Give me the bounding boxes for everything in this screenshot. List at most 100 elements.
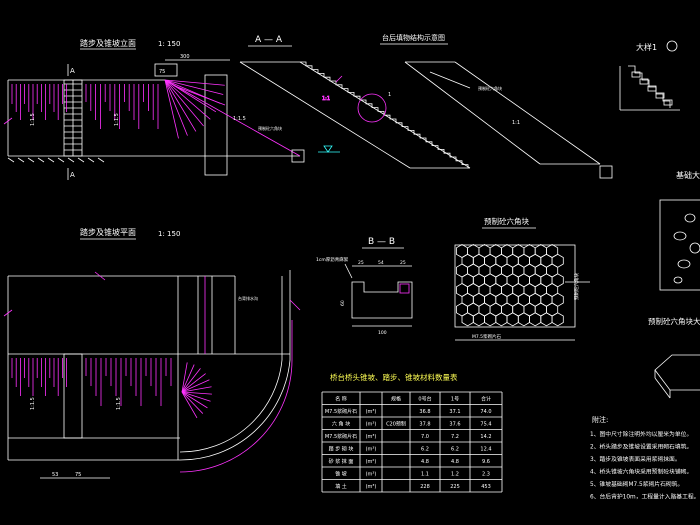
slope-line (164, 79, 301, 157)
hex-cell (461, 312, 474, 327)
plan-ratio-1: 1:1.5 (30, 397, 36, 410)
foundation-title: 基础大样 (676, 170, 700, 180)
hex-title: 预制砼六角块 (484, 216, 529, 226)
foundation-stone-2 (673, 231, 687, 241)
table-cell: (m³) (366, 447, 377, 453)
ground-hatch (87, 157, 95, 163)
table-cell: 36.8 (419, 409, 430, 415)
note-line: 1、图中尺寸除注明外均以厘米为单位。 (590, 430, 692, 438)
detail1-block (663, 99, 673, 106)
hex-cell (529, 312, 542, 327)
table-cell: (m³) (366, 484, 377, 490)
hex-large-edge-2 (654, 377, 671, 399)
ground-hatch (67, 157, 75, 163)
table-cell: 37.1 (449, 409, 460, 415)
fan-line (164, 79, 204, 127)
ground-hatch (47, 157, 55, 163)
notes-lines: 1、图中尺寸除注明外均以厘米为单位。 2、桥头踏步及锥坡设置采用砌石填筑。 3、踏步… (590, 430, 699, 501)
section-aa: A — A 1 1:1 (239, 35, 471, 169)
water-level-icon (323, 145, 333, 153)
table-cell: 填 土 (335, 483, 347, 490)
table-cell: 228 (420, 484, 430, 490)
plan-title: 踏步及锥坡平面 (80, 227, 136, 237)
elevation-view: 踏步及锥坡立面 1: 150 A A 1:1.5 1:1.5 75 300 1:… (3, 38, 340, 180)
note-line: 2、桥头踏步及锥坡设置采用砌石填筑。 (590, 443, 692, 451)
bb-bitumen-label: 1cm厚沥青麻絮 (316, 256, 349, 263)
plan-fan-lines (181, 362, 212, 419)
ground-hatch (77, 157, 85, 163)
fan-line (164, 79, 197, 132)
foundation-block (659, 199, 700, 291)
elevation-fan-lines (164, 79, 225, 139)
table-cell: (m³) (366, 422, 377, 428)
break-mark (3, 117, 13, 125)
plan-fan-line (181, 368, 201, 393)
hex-side-label: 预制砼六角块 (573, 273, 580, 300)
hex-cell (506, 312, 519, 327)
plan-fan-line (181, 391, 208, 409)
section-bb: B — B 1cm厚沥青麻絮 25 54 25 60 100 (316, 237, 413, 336)
detail1-mark (666, 40, 678, 52)
table-cell: 0号台 (418, 396, 431, 403)
table-cell: (m³) (366, 472, 377, 478)
plan-fan-line (181, 379, 210, 393)
detail-1: 大样1 (619, 40, 680, 111)
hex-panel: 预制砼六角块 预制砼六角块 M7.5浆砌片石 (454, 216, 590, 341)
plan-cone-inner (179, 276, 283, 453)
table-cell: 75.4 (480, 422, 491, 428)
hex-mortar-label: M7.5浆砌片石 (472, 333, 502, 340)
table-cell: 74.0 (480, 409, 491, 415)
plan-scale: 1: 150 (158, 230, 180, 238)
table-cell: 砂 浆 抹 面 (329, 458, 354, 465)
detail1-block (631, 71, 641, 78)
table-cell: 规格 (391, 396, 401, 403)
fan-line (164, 79, 188, 136)
table-cell: 六 角 块 (332, 421, 350, 428)
abutment-pier (204, 74, 228, 176)
table-cell: 2.3 (482, 472, 490, 478)
table-cell: 4.8 (421, 459, 429, 465)
slope-ratio-aa: 1:1 (322, 96, 330, 102)
fan-line (164, 79, 225, 86)
plan-fan-line (181, 386, 212, 393)
abutment-cap (154, 63, 178, 77)
slope-toe (291, 149, 305, 163)
hex-cell (517, 312, 530, 327)
note-line: 4、桥头锥坡六角块采用预制砼块铺砌。 (590, 468, 692, 476)
dim-300: 300 (180, 54, 190, 60)
hex-cell (484, 312, 497, 327)
fan-line (164, 79, 211, 120)
plan-fan-line (181, 391, 211, 402)
plan-fan-line (181, 391, 204, 414)
table-cell: 453 (481, 484, 491, 490)
elevation-scale: 1: 150 (158, 40, 180, 48)
ground-hatch (97, 157, 105, 163)
table-cell: C20预制 (386, 421, 406, 428)
plan-hatch (11, 358, 172, 406)
detail1-step-line (628, 65, 671, 108)
elevation-steps (7, 157, 105, 163)
detail1-block (647, 85, 657, 92)
backfill-slope (454, 61, 601, 165)
table-cell: 1号 (451, 397, 459, 403)
note-line: 3、踏步及锥坡表面采用浆砌抹面。 (590, 455, 681, 463)
hex-grid (455, 244, 564, 327)
table-cell: 4.8 (451, 459, 459, 465)
fan-line (164, 79, 217, 113)
detail1-steps (628, 65, 673, 108)
table-cell: 踏 步 砌 块 (329, 446, 354, 453)
backfill-leader (429, 71, 471, 89)
table-cell: 1.2 (451, 472, 459, 478)
plan-dim-53: 53 (52, 472, 58, 478)
detail1-title: 大样1 (636, 42, 657, 52)
foundation-detail: 基础大样 (659, 170, 700, 291)
note-line: 5、锥坡基础砌M7.5浆砌片石砌筑。 (590, 480, 683, 488)
table-cell: 6.2 (421, 447, 429, 453)
table-grid (321, 391, 503, 493)
aa-slope-bottom (239, 61, 411, 169)
table-cell: (m³) (366, 409, 377, 415)
section-aa-title: A — A (255, 35, 283, 45)
ratio-label-2: 1:1.5 (114, 113, 120, 126)
plan-drain-label: 台背排水沟 (238, 295, 258, 301)
